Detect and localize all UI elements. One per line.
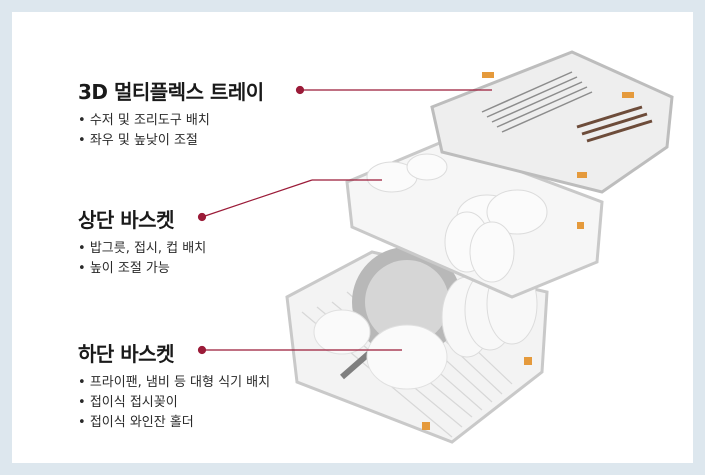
- dishwasher-rack-illustration: [197, 50, 674, 444]
- bullet-item: 접이식 와인잔 홀더: [78, 413, 270, 433]
- bullet-list: 수저 및 조리도구 배치 좌우 및 높낮이 조절: [78, 111, 264, 151]
- section-title: 3D 멀티플렉스 트레이: [78, 80, 264, 104]
- section-upper-basket: 상단 바스켓 밥그릇, 접시, 컵 배치 높이 조절 가능: [78, 204, 206, 279]
- content-card: 3D 멀티플렉스 트레이 수저 및 조리도구 배치 좌우 및 높낮이 조절 상단…: [12, 12, 693, 463]
- upper-basket-illustration: [345, 140, 604, 299]
- lower-basket-illustration: [285, 247, 549, 444]
- bullet-item: 프라이팬, 냄비 등 대형 식기 배치: [78, 373, 270, 393]
- bullet-item: 밥그릇, 접시, 컵 배치: [78, 239, 206, 259]
- section-multiflex-tray: 3D 멀티플렉스 트레이 수저 및 조리도구 배치 좌우 및 높낮이 조절: [78, 76, 264, 151]
- bullet-item: 수저 및 조리도구 배치: [78, 111, 264, 131]
- bullet-item: 접이식 접시꽂이: [78, 393, 270, 413]
- bullet-item: 좌우 및 높낮이 조절: [78, 131, 264, 151]
- section-lower-basket: 하단 바스켓 프라이팬, 냄비 등 대형 식기 배치 접이식 접시꽂이 접이식 …: [78, 338, 270, 433]
- section-title: 상단 바스켓: [78, 208, 174, 232]
- multiflex-tray-illustration: [430, 50, 674, 194]
- bullet-item: 높이 조절 가능: [78, 259, 206, 279]
- bullet-list: 프라이팬, 냄비 등 대형 식기 배치 접이식 접시꽂이 접이식 와인잔 홀더: [78, 373, 270, 433]
- bullet-list: 밥그릇, 접시, 컵 배치 높이 조절 가능: [78, 239, 206, 279]
- section-title: 하단 바스켓: [78, 342, 174, 366]
